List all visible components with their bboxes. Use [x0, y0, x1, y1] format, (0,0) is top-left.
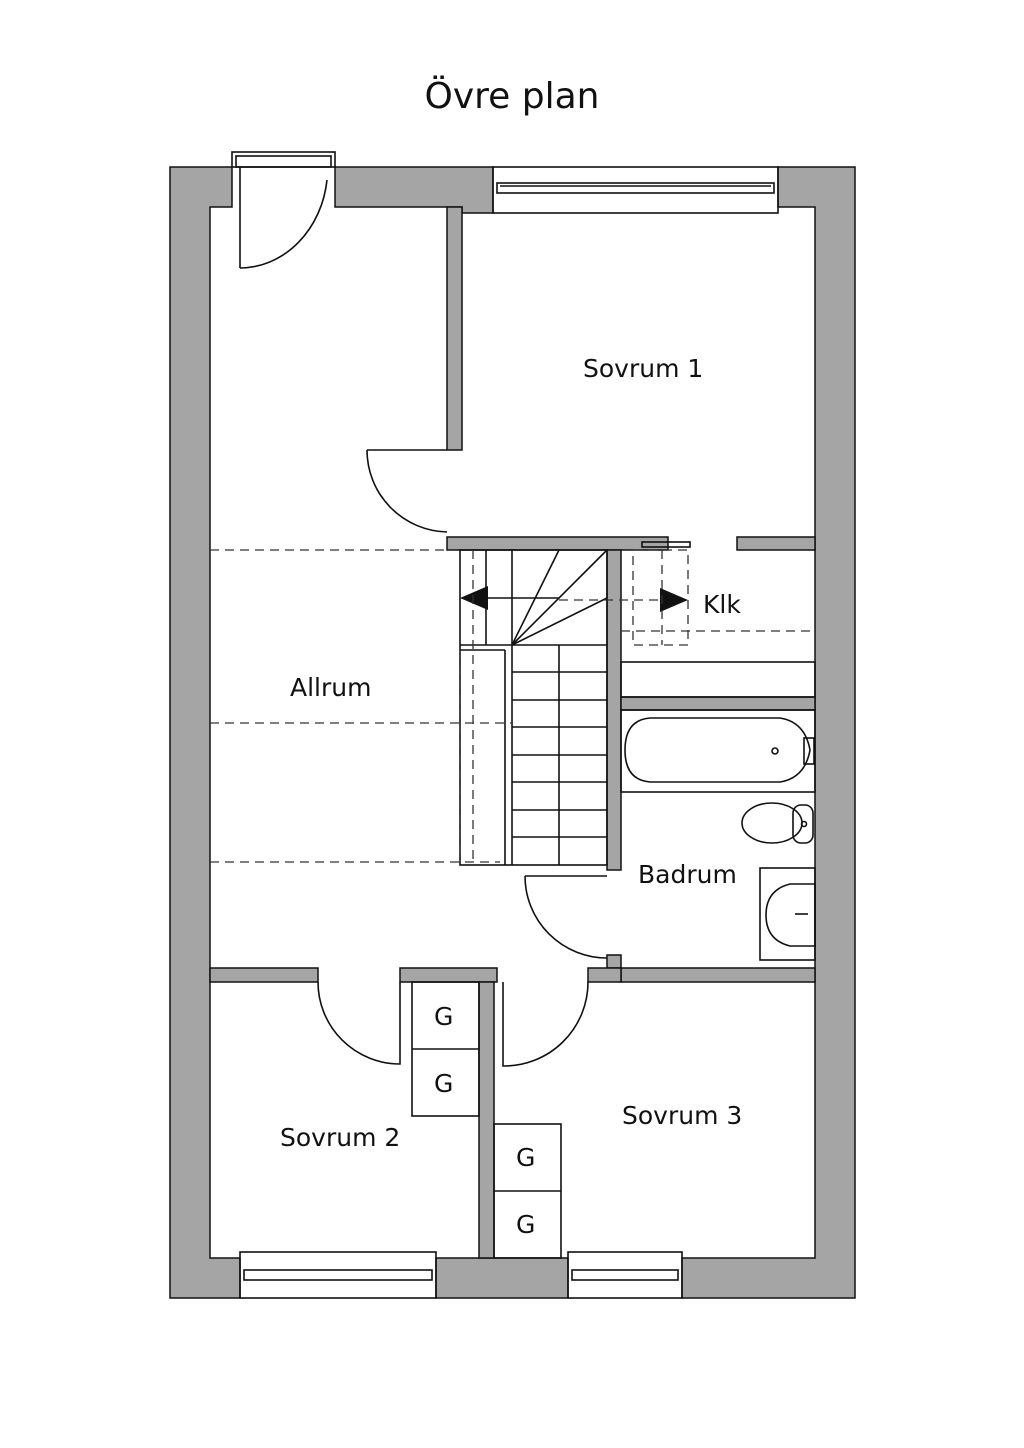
- toilet: [741, 802, 814, 844]
- duct-label: G: [516, 1210, 536, 1239]
- window-sovrum3: [567, 1251, 683, 1299]
- interior-walls: [209, 206, 816, 1259]
- room-label-sovrum1: Sovrum 1: [583, 354, 704, 383]
- room-label-klk: Klk: [703, 590, 741, 619]
- room-label-badrum: Badrum: [638, 860, 737, 889]
- duct-label: G: [434, 1002, 454, 1031]
- sliding-door: [641, 541, 691, 548]
- plan-title: Övre plan: [424, 76, 600, 117]
- window-sovrum2: [239, 1251, 437, 1299]
- sink: [759, 867, 816, 961]
- arrow-left-icon: [460, 586, 488, 610]
- room-label-allrum: Allrum: [290, 673, 372, 702]
- duct-label: G: [516, 1143, 536, 1172]
- bathtub: [620, 709, 816, 793]
- window-sovrum1: [492, 166, 779, 214]
- staircase: [459, 549, 688, 866]
- door-swing: [239, 179, 328, 269]
- ventilation-ducts: [411, 981, 562, 1259]
- entry-frame: [231, 151, 336, 168]
- dashed-lines: [210, 549, 815, 863]
- arrow-right-icon: [660, 588, 688, 612]
- duct-label: G: [434, 1069, 454, 1098]
- room-label-sovrum2: Sovrum 2: [280, 1123, 401, 1152]
- room-label-sovrum3: Sovrum 3: [622, 1101, 743, 1130]
